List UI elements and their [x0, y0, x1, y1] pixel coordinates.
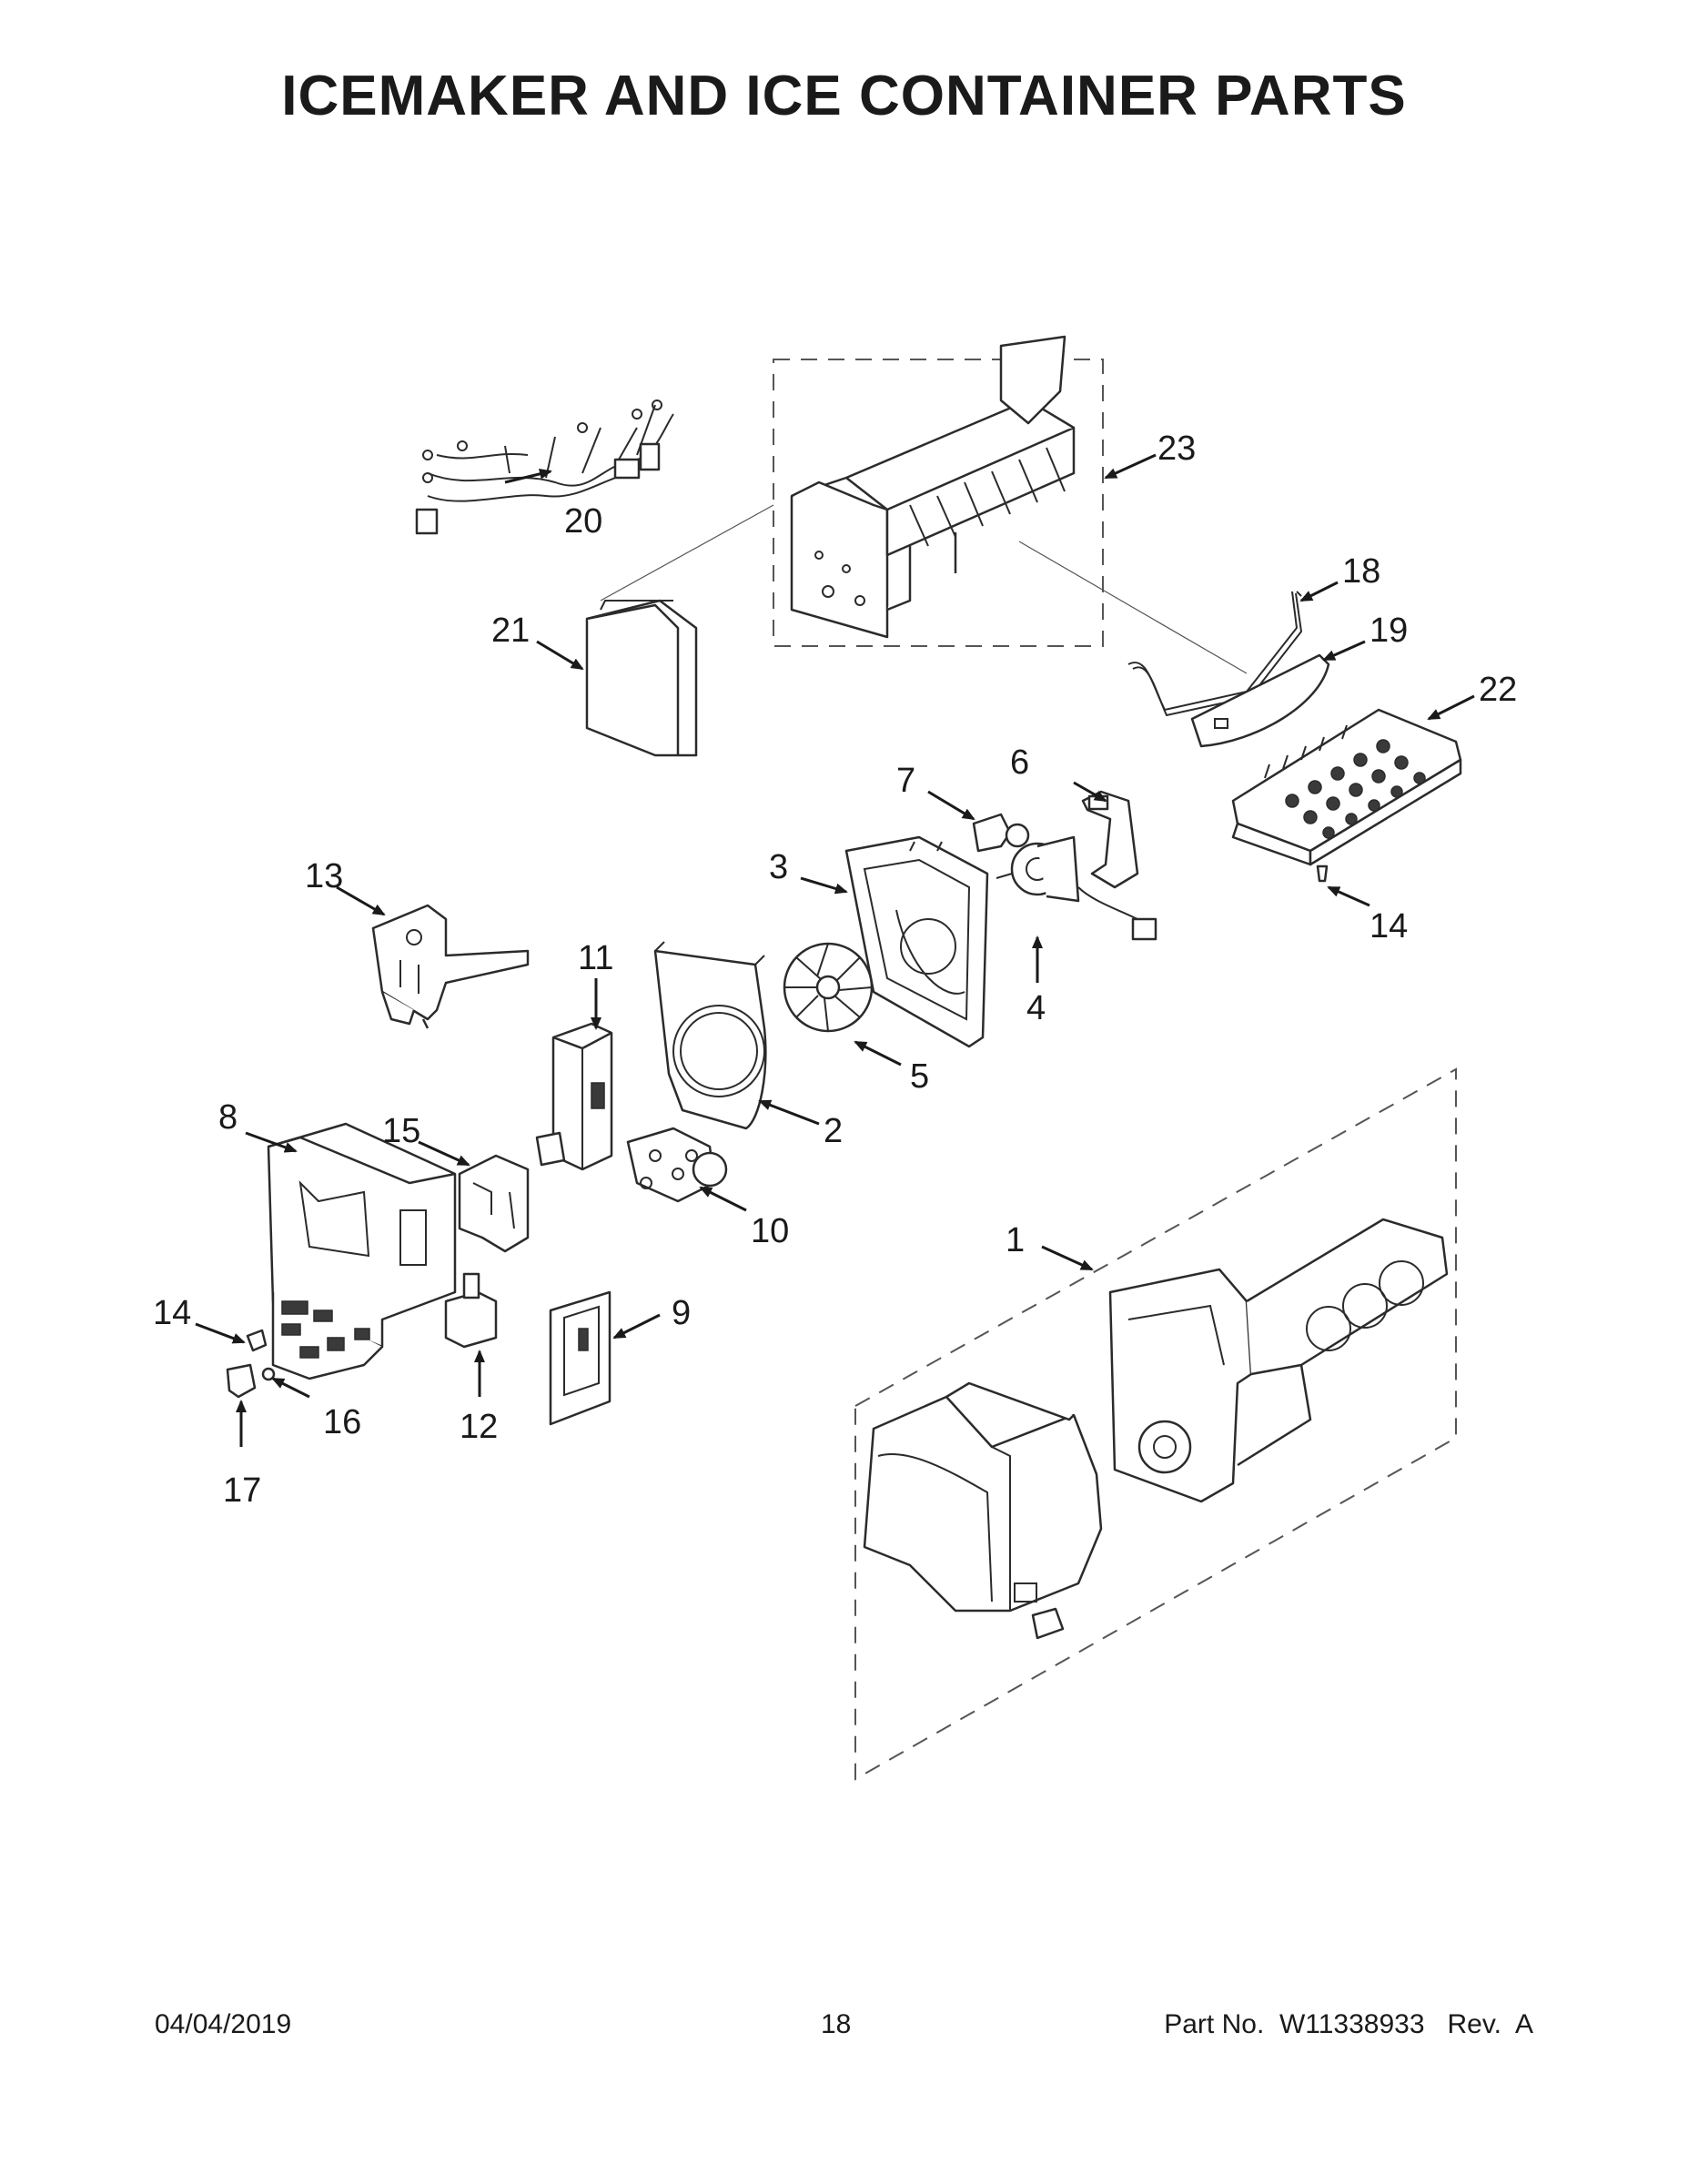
icemaker-assembly-group-outline [773, 359, 1104, 647]
ice-mold-part [1231, 708, 1462, 866]
callout-13: 13 [305, 857, 343, 895]
icemaker-cover-part [585, 599, 698, 757]
callout-22: 22 [1479, 671, 1517, 709]
callout-23: 23 [1157, 430, 1196, 468]
icemaker-assembly-part [790, 335, 1076, 639]
callout-12: 12 [460, 1408, 498, 1446]
footer-date: 04/04/2019 [155, 2009, 292, 2039]
washer-part [261, 1367, 276, 1381]
trim-plate-part [549, 1290, 612, 1426]
ice-container-part [1108, 1218, 1449, 1503]
callout-5: 5 [910, 1057, 929, 1096]
callout-6: 6 [1010, 743, 1029, 782]
callout-7: 7 [896, 762, 915, 800]
screw-part-right [1316, 864, 1329, 883]
callout-14-right: 14 [1370, 907, 1408, 945]
callout-19: 19 [1370, 612, 1408, 650]
callout-8: 8 [218, 1098, 238, 1137]
auger-motor-part [626, 1127, 728, 1203]
callout-17: 17 [223, 1471, 261, 1510]
bracket-part [458, 1154, 530, 1253]
callout-4: 4 [1026, 989, 1046, 1027]
dispenser-housing-part [267, 1122, 457, 1380]
callout-labels: 23 20 21 18 19 22 6 7 3 4 14 13 11 5 2 8… [153, 430, 1517, 1510]
ice-bucket-front-part [863, 1381, 1103, 1640]
motor-bracket-part [1081, 790, 1139, 889]
page-title: ICEMAKER AND ICE CONTAINER PARTS [281, 65, 1407, 127]
callout-9: 9 [672, 1294, 691, 1332]
callout-18: 18 [1342, 552, 1380, 591]
ice-chute-part [371, 904, 530, 1029]
callout-3: 3 [769, 848, 788, 886]
callout-arrows [195, 453, 1475, 1447]
shutoff-plate-part [1190, 653, 1330, 748]
fan-housing-part [844, 835, 989, 1048]
callout-10: 10 [751, 1212, 789, 1250]
footer-page-number: 18 [821, 2009, 852, 2039]
cap-part [972, 813, 1030, 853]
fan-blade-part [783, 942, 874, 1033]
actuator-housing-part [535, 1022, 613, 1171]
clip-part [226, 1363, 257, 1399]
footer-part-number: Part No. W11338933 Rev. A [1164, 2009, 1533, 2039]
fan-motor-part [996, 835, 1157, 941]
ice-container-group-outline [854, 1067, 1457, 1781]
callout-15: 15 [382, 1112, 420, 1150]
callout-16: 16 [323, 1403, 361, 1441]
callout-11: 11 [578, 939, 613, 977]
callout-2: 2 [824, 1112, 843, 1150]
screw-part-left [246, 1329, 268, 1352]
callout-14-left: 14 [153, 1294, 191, 1332]
solenoid-part [444, 1272, 498, 1349]
assembly-leader-lines [600, 504, 1248, 674]
wire-harness-part [415, 399, 674, 535]
callout-1: 1 [1006, 1221, 1025, 1259]
callout-20: 20 [564, 502, 602, 541]
fan-shroud-part [653, 941, 767, 1130]
callout-21: 21 [491, 612, 530, 650]
